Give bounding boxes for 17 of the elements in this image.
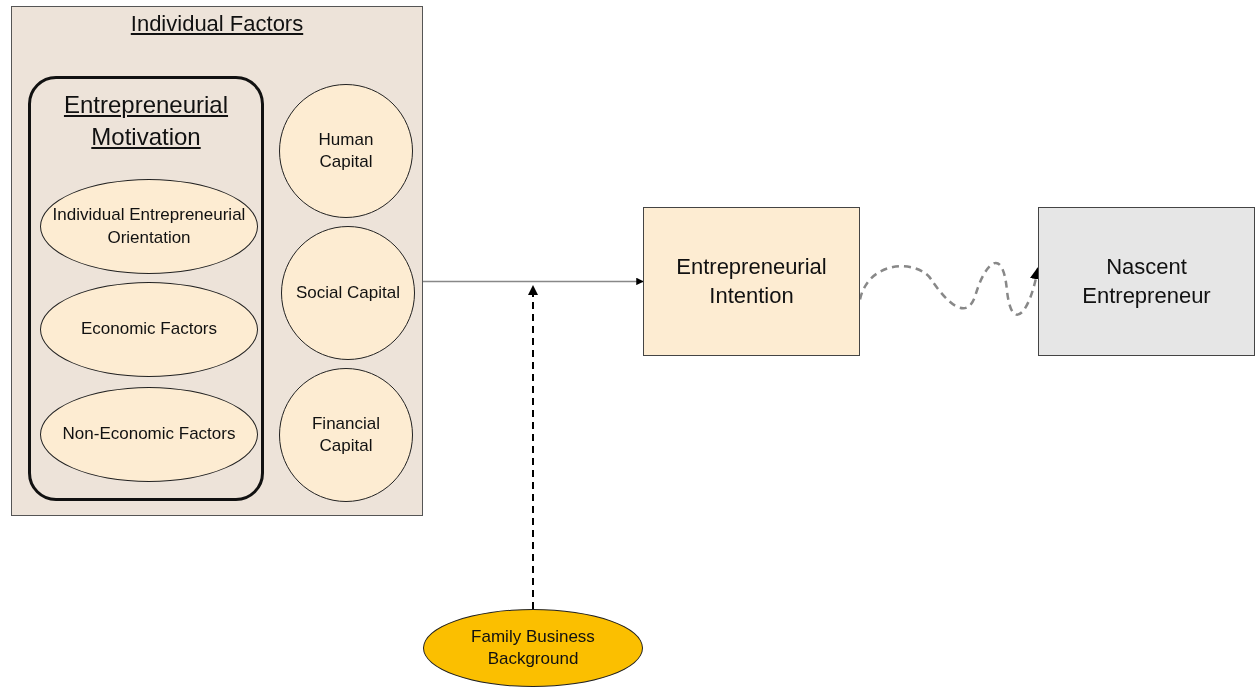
node-label: Economic Factors [79,318,218,341]
node-label: Non-Economic Factors [61,423,237,446]
node-label: Family Business Background [470,625,596,670]
node-label: Financial Capital [310,412,381,457]
process-box [643,207,860,356]
heading: Entrepreneurial Motivation [62,90,230,153]
node-label: Individual Entrepreneurial Orientation [51,204,247,249]
group-panel [11,6,423,516]
heading: Individual Factors [130,10,304,38]
arrow [422,277,644,286]
arrow [528,285,538,610]
node-label: Entrepreneurial Intention [675,252,828,310]
process-box [1038,207,1255,356]
node-label: Nascent Entrepreneur [1081,252,1212,310]
node-label: Human Capital [317,128,375,173]
rounded-panel [28,76,264,501]
node-label: Social Capital [295,281,401,304]
